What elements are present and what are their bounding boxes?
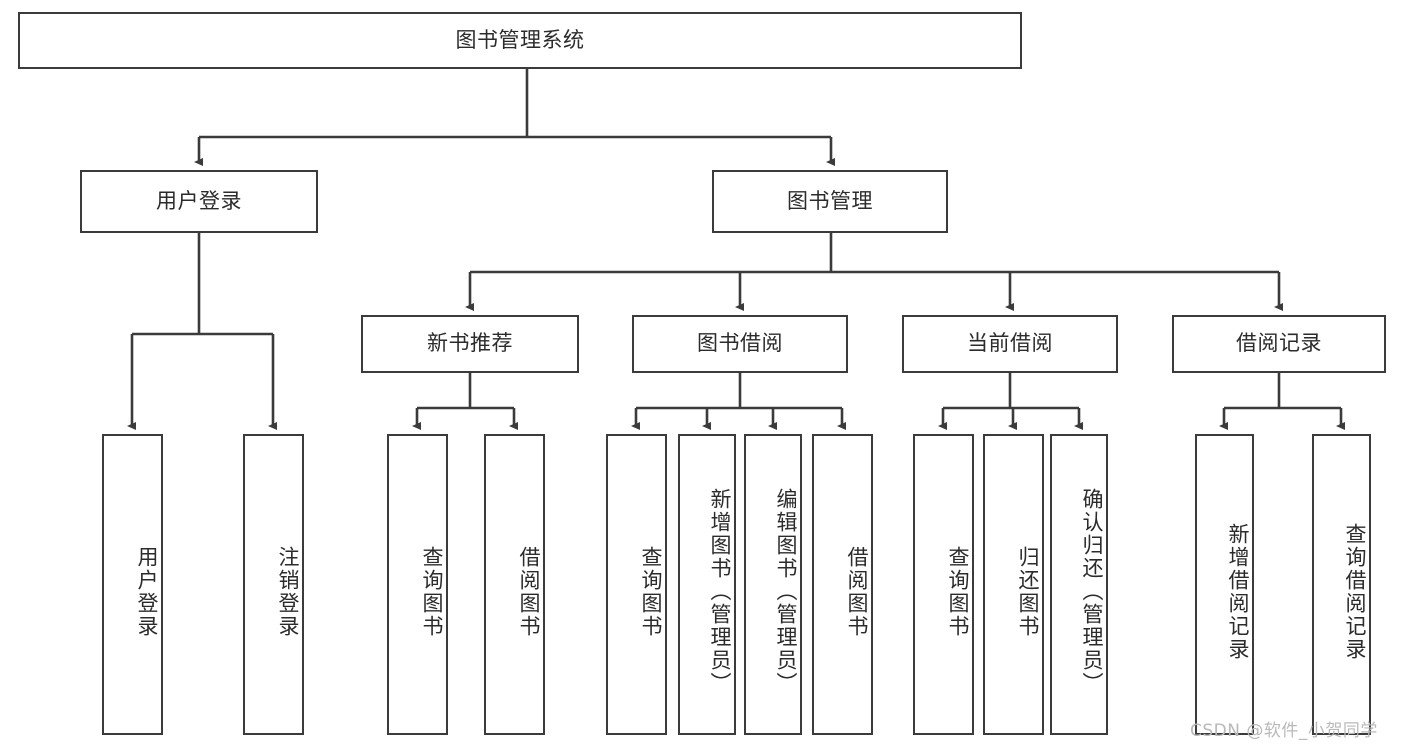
leaf-add-borrow-record-label: 新增借阅记录 [1226,522,1250,661]
leaf-borrow-book[interactable]: 借阅图书 [812,434,873,735]
leaf-query-borrow-record[interactable]: 查询借阅记录 [1312,434,1371,735]
node-book-management-label: 图书管理 [787,188,873,213]
leaf-query-book-newbook-label: 查询图书 [420,545,444,638]
leaf-add-book-admin-label: 新增图书（管理员） [708,488,732,695]
leaf-query-borrow-record-label: 查询借阅记录 [1343,522,1367,661]
node-root[interactable]: 图书管理系统 [18,12,1022,69]
leaf-user-login[interactable]: 用户登录 [102,434,163,735]
leaf-add-book-admin[interactable]: 新增图书（管理员） [678,434,736,735]
node-user-login[interactable]: 用户登录 [80,170,318,233]
leaf-query-book-borrow[interactable]: 查询图书 [606,434,667,735]
leaf-edit-book-admin[interactable]: 编辑图书（管理员） [744,434,802,735]
leaf-borrow-book-newbook[interactable]: 借阅图书 [484,434,545,735]
leaf-add-borrow-record[interactable]: 新增借阅记录 [1195,434,1254,735]
leaf-logout[interactable]: 注销登录 [243,434,304,735]
leaf-logout-label: 注销登录 [276,545,300,638]
node-new-book-recommend[interactable]: 新书推荐 [361,315,579,373]
leaf-confirm-return-admin[interactable]: 确认归还（管理员） [1050,434,1108,735]
leaf-edit-book-admin-label: 编辑图书（管理员） [774,488,798,695]
node-current-borrow[interactable]: 当前借阅 [902,315,1118,373]
leaf-confirm-return-admin-label: 确认归还（管理员） [1080,488,1104,695]
node-root-label: 图书管理系统 [455,27,585,52]
leaf-user-login-label: 用户登录 [135,545,159,638]
node-borrow-record[interactable]: 借阅记录 [1172,315,1386,373]
node-book-borrow-label: 图书借阅 [697,331,783,356]
node-current-borrow-label: 当前借阅 [967,331,1053,356]
node-new-book-recommend-label: 新书推荐 [427,331,513,356]
leaf-query-book-borrow-label: 查询图书 [639,545,663,638]
leaf-return-book-label: 归还图书 [1016,545,1040,638]
watermark: CSDN @软件_小贺同学 [1190,721,1378,741]
leaf-query-book-newbook[interactable]: 查询图书 [387,434,448,735]
node-user-login-label: 用户登录 [156,188,242,213]
node-borrow-record-label: 借阅记录 [1236,331,1322,356]
leaf-borrow-book-newbook-label: 借阅图书 [517,545,541,638]
node-book-borrow[interactable]: 图书借阅 [632,315,848,373]
node-book-management[interactable]: 图书管理 [712,170,948,233]
leaf-query-book-current[interactable]: 查询图书 [913,434,974,735]
leaf-borrow-book-label: 借阅图书 [845,545,869,638]
leaf-return-book[interactable]: 归还图书 [983,434,1044,735]
leaf-query-book-current-label: 查询图书 [946,545,970,638]
